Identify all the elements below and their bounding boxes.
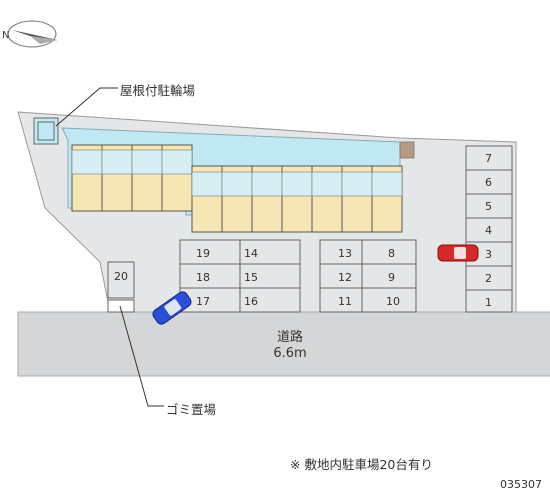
parking-right-column <box>465 145 513 313</box>
slot-17: 17 <box>196 295 210 308</box>
garbage-label: ゴミ置場 <box>166 402 217 417</box>
road <box>17 311 550 377</box>
slot-2: 2 <box>485 272 492 285</box>
slot-13: 13 <box>338 247 352 260</box>
slot-10: 10 <box>386 295 400 308</box>
slot-6: 6 <box>485 176 492 189</box>
slot-1: 1 <box>485 296 492 309</box>
bicycle-parking-label: 屋根付駐輪場 <box>120 83 196 98</box>
slot-3: 3 <box>485 248 492 261</box>
slot-9: 9 <box>388 271 395 284</box>
property-code: 035307 <box>500 478 542 491</box>
parking-block-left <box>179 239 301 313</box>
road-width: 6.6m <box>273 346 307 361</box>
slot-12: 12 <box>338 271 352 284</box>
hatched-area <box>399 141 415 159</box>
slot-8: 8 <box>388 247 395 260</box>
garbage-callout-line <box>119 305 164 407</box>
slot-11: 11 <box>338 295 352 308</box>
slot-20: 20 <box>114 270 128 283</box>
slot-16: 16 <box>244 295 258 308</box>
road-name: 道路 <box>276 330 303 345</box>
parking-block-center <box>319 239 417 313</box>
slot-4: 4 <box>485 224 492 237</box>
parking-slot-20-box <box>107 261 135 299</box>
compass-n-label: N <box>2 30 9 41</box>
slot-15: 15 <box>244 271 258 284</box>
garbage-box <box>107 299 135 313</box>
bicycle-parking-inner <box>37 121 55 141</box>
slot-18: 18 <box>196 271 210 284</box>
parking-note: ※ 敷地内駐車場20台有り <box>290 457 433 472</box>
blue-car <box>152 291 192 325</box>
bicycle-callout-line <box>55 87 118 127</box>
red-car <box>437 244 479 262</box>
slot-5: 5 <box>485 200 492 213</box>
slot-19: 19 <box>196 247 210 260</box>
units-upper-row <box>71 144 193 212</box>
slot-7: 7 <box>485 152 492 165</box>
compass-icon <box>7 20 58 48</box>
slot-14: 14 <box>244 247 258 260</box>
units-lower-row <box>191 165 403 233</box>
